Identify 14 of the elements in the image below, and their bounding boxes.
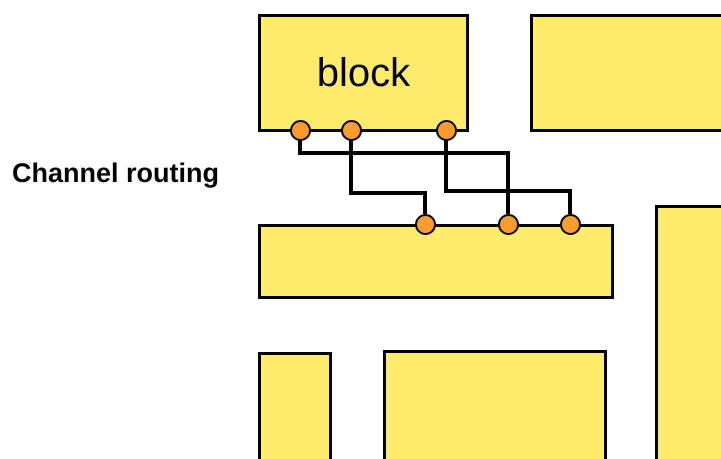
circuit-block [530,14,721,132]
circuit-block [258,224,614,299]
pin-terminal [560,214,580,234]
wire [444,140,572,214]
circuit-block [258,352,332,459]
circuit-block [258,14,469,132]
wire [298,140,510,214]
pin-terminal [498,214,518,234]
wire [349,140,427,214]
circuit-block [383,350,607,459]
pin-terminal [414,214,436,234]
circuit-block [655,205,721,459]
block-label: block [316,50,410,96]
heading-label: Channel routing [12,158,219,189]
